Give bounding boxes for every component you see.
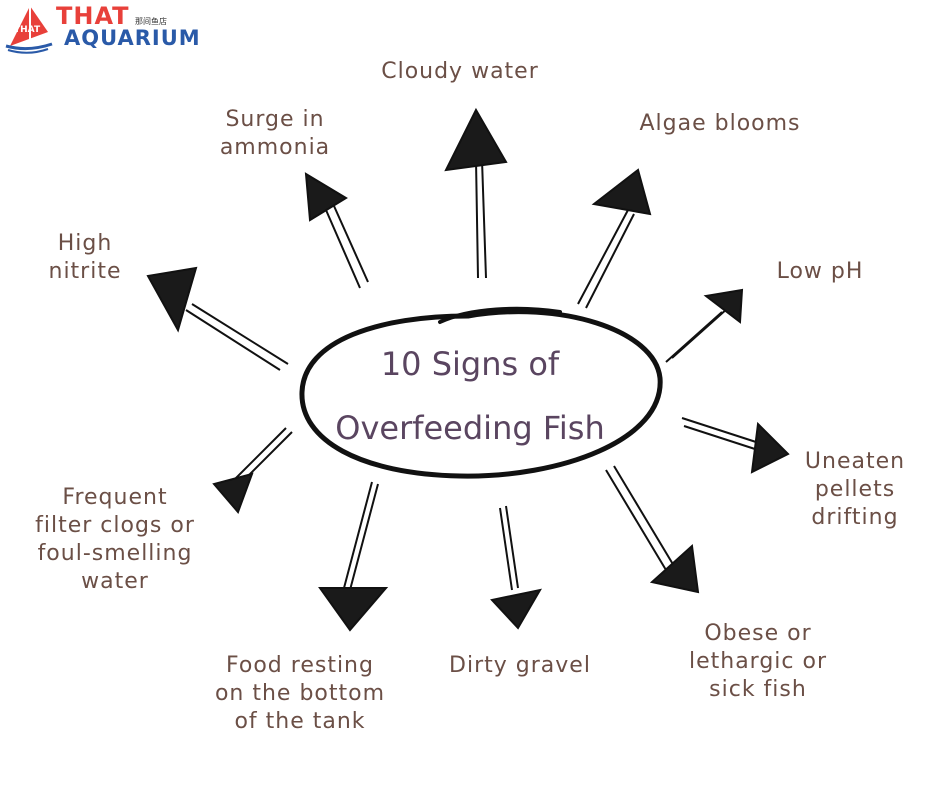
brand-logo: THAT THAT 那间鱼店 AQUARIUM xyxy=(2,2,200,54)
sign-obese-fish: Obese or lethargic or sick fish xyxy=(688,621,828,702)
sign-surge-ammonia: Surge in ammonia xyxy=(219,107,331,160)
sign-low-ph: Low pH xyxy=(776,259,864,284)
center-oval xyxy=(299,309,663,479)
arrow-obese-fish xyxy=(605,465,700,594)
logo-chinese-text: 那间鱼店 xyxy=(135,17,167,26)
arrow-uneaten-pellets xyxy=(681,417,790,474)
arrow-filter-clogs xyxy=(212,427,293,514)
arrow-food-resting xyxy=(318,481,389,632)
arrow-high-nitrite xyxy=(146,266,289,371)
fish-sail-logo-icon: THAT xyxy=(5,6,53,54)
center-title-line-2: Overfeeding Fish xyxy=(335,409,605,447)
logo-wordmark-that: THAT xyxy=(56,2,130,30)
arrow-surge-ammonia xyxy=(304,172,369,289)
arrow-algae-blooms xyxy=(577,168,652,309)
arrow-cloudy-water xyxy=(444,107,508,279)
sign-dirty-gravel: Dirty gravel xyxy=(449,653,591,678)
arrow-dirty-gravel xyxy=(490,505,542,630)
center-oval-overlap xyxy=(438,306,562,324)
sign-filter-clogs: Frequent filter clogs or foul-smelling w… xyxy=(35,485,195,594)
sign-uneaten-pellets: Uneaten pellets drifting xyxy=(804,449,906,530)
svg-text:THAT: THAT xyxy=(14,25,41,35)
sign-high-nitrite: High nitrite xyxy=(48,231,122,284)
sign-food-resting: Food resting on the bottom of the tank xyxy=(214,653,386,734)
sign-algae-blooms: Algae blooms xyxy=(639,111,801,136)
center-title-line-1: 10 Signs of xyxy=(380,345,560,383)
logo-wordmark-aquarium: AQUARIUM xyxy=(64,26,201,50)
arrow-low-ph xyxy=(665,288,744,363)
sign-cloudy-water: Cloudy water xyxy=(381,59,539,84)
